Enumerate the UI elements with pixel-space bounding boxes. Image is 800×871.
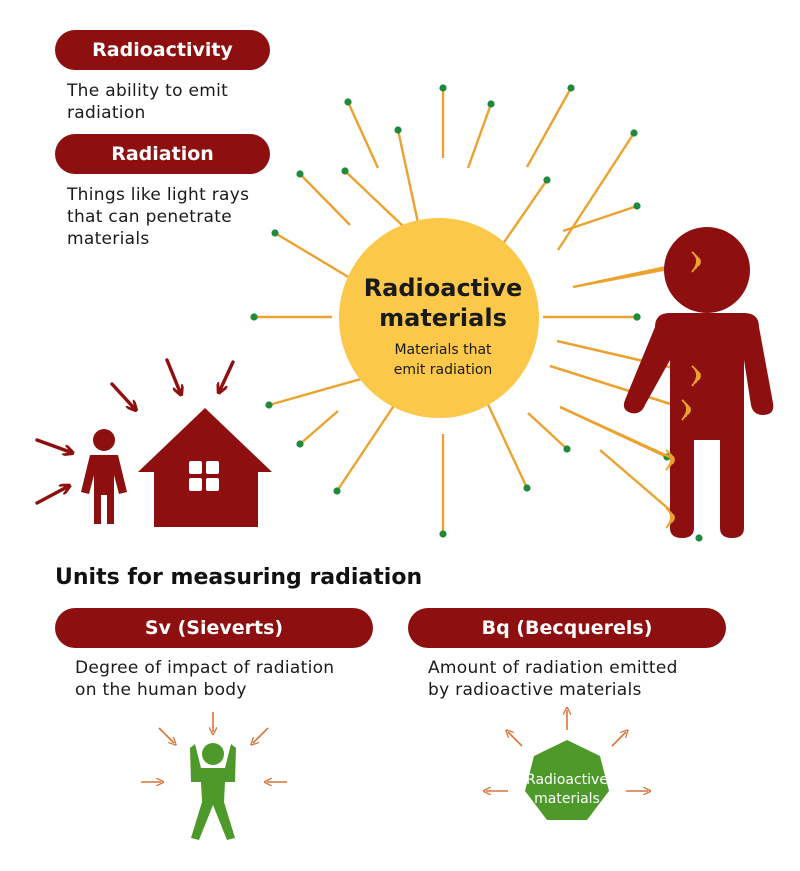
ray-line xyxy=(336,391,404,492)
incoming-radiation-arrows xyxy=(35,358,235,505)
bq-badge-line1: Radioactive xyxy=(526,772,608,788)
radiation-label: Radiation xyxy=(55,134,270,174)
ray-particle-dot xyxy=(296,440,304,448)
impact-mark xyxy=(691,365,698,387)
ray-particle-dot xyxy=(563,445,571,453)
ray-particle-dot xyxy=(439,530,447,538)
radiation-description: Things like light rays that can penetrat… xyxy=(67,185,250,249)
ray-line xyxy=(466,103,493,169)
sun-subtitle-line1: Materials that xyxy=(394,342,492,358)
bq-badge-line2: materials xyxy=(534,791,600,807)
ray-line xyxy=(525,87,573,168)
sun-subtitle-line2: emit radiation xyxy=(394,362,493,378)
ray-particle-dot xyxy=(633,313,641,321)
sun-title-line2: materials xyxy=(379,304,507,332)
ray-line xyxy=(344,170,405,228)
ray-line xyxy=(562,204,638,233)
ray-line xyxy=(268,373,376,407)
impact-mark xyxy=(681,399,688,421)
sv-label: Sv (Sieverts) xyxy=(55,608,373,648)
sv-human-body-icon xyxy=(190,743,236,840)
house-icon xyxy=(138,408,272,527)
ray-particle-dot xyxy=(633,202,641,210)
ray-particle-dot xyxy=(296,170,304,178)
impact-mark xyxy=(665,507,672,529)
sv-description: Degree of impact of radiation on the hum… xyxy=(75,658,335,700)
ray-line xyxy=(396,129,422,233)
ray-particle-dot xyxy=(439,84,447,92)
ray-particle-dot xyxy=(695,534,703,542)
ray-particle-dot xyxy=(630,129,638,137)
sun-title-line1: Radioactive xyxy=(364,274,523,302)
units-heading: Units for measuring radiation xyxy=(55,565,423,590)
bq-label: Bq (Becquerels) xyxy=(408,608,726,648)
penetrating-ray-line xyxy=(559,405,673,460)
ray-particle-dot xyxy=(543,176,551,184)
bq-emission-arrows xyxy=(486,710,648,791)
ray-line xyxy=(299,410,339,445)
radioactivity-label: Radioactivity xyxy=(55,30,270,70)
ray-line xyxy=(274,231,356,283)
penetrating-ray-line xyxy=(549,364,691,412)
ray-line xyxy=(556,132,636,251)
ray-particle-dot xyxy=(333,487,341,495)
ray-line xyxy=(527,412,568,450)
ray-line xyxy=(299,173,351,226)
ray-particle-dot xyxy=(344,98,352,106)
ray-particle-dot xyxy=(394,126,402,134)
penetrating-ray-line xyxy=(599,449,679,518)
ray-line xyxy=(497,179,548,252)
bq-description: Amount of radiation emitted by radioacti… xyxy=(428,658,678,700)
ray-particle-dot xyxy=(250,313,258,321)
ray-particle-dot xyxy=(487,100,495,108)
ray-line xyxy=(483,397,529,489)
ray-particle-dot xyxy=(567,84,575,92)
ray-line xyxy=(346,101,380,169)
radioactivity-description: The ability to emit radiation xyxy=(67,81,229,123)
ray-particle-dot xyxy=(271,229,279,237)
ray-particle-dot xyxy=(265,401,273,409)
radiation-impact-marks xyxy=(665,251,701,529)
bq-radioactive-materials-shape xyxy=(525,740,609,820)
ray-particle-dot xyxy=(341,167,349,175)
impact-mark xyxy=(691,251,698,273)
person-large-icon xyxy=(623,227,774,538)
radioactive-materials-sun xyxy=(339,218,539,418)
person-small-icon xyxy=(81,429,127,524)
ray-particle-dot xyxy=(523,484,531,492)
impact-mark xyxy=(665,449,672,471)
sv-impact-arrows xyxy=(141,712,287,782)
